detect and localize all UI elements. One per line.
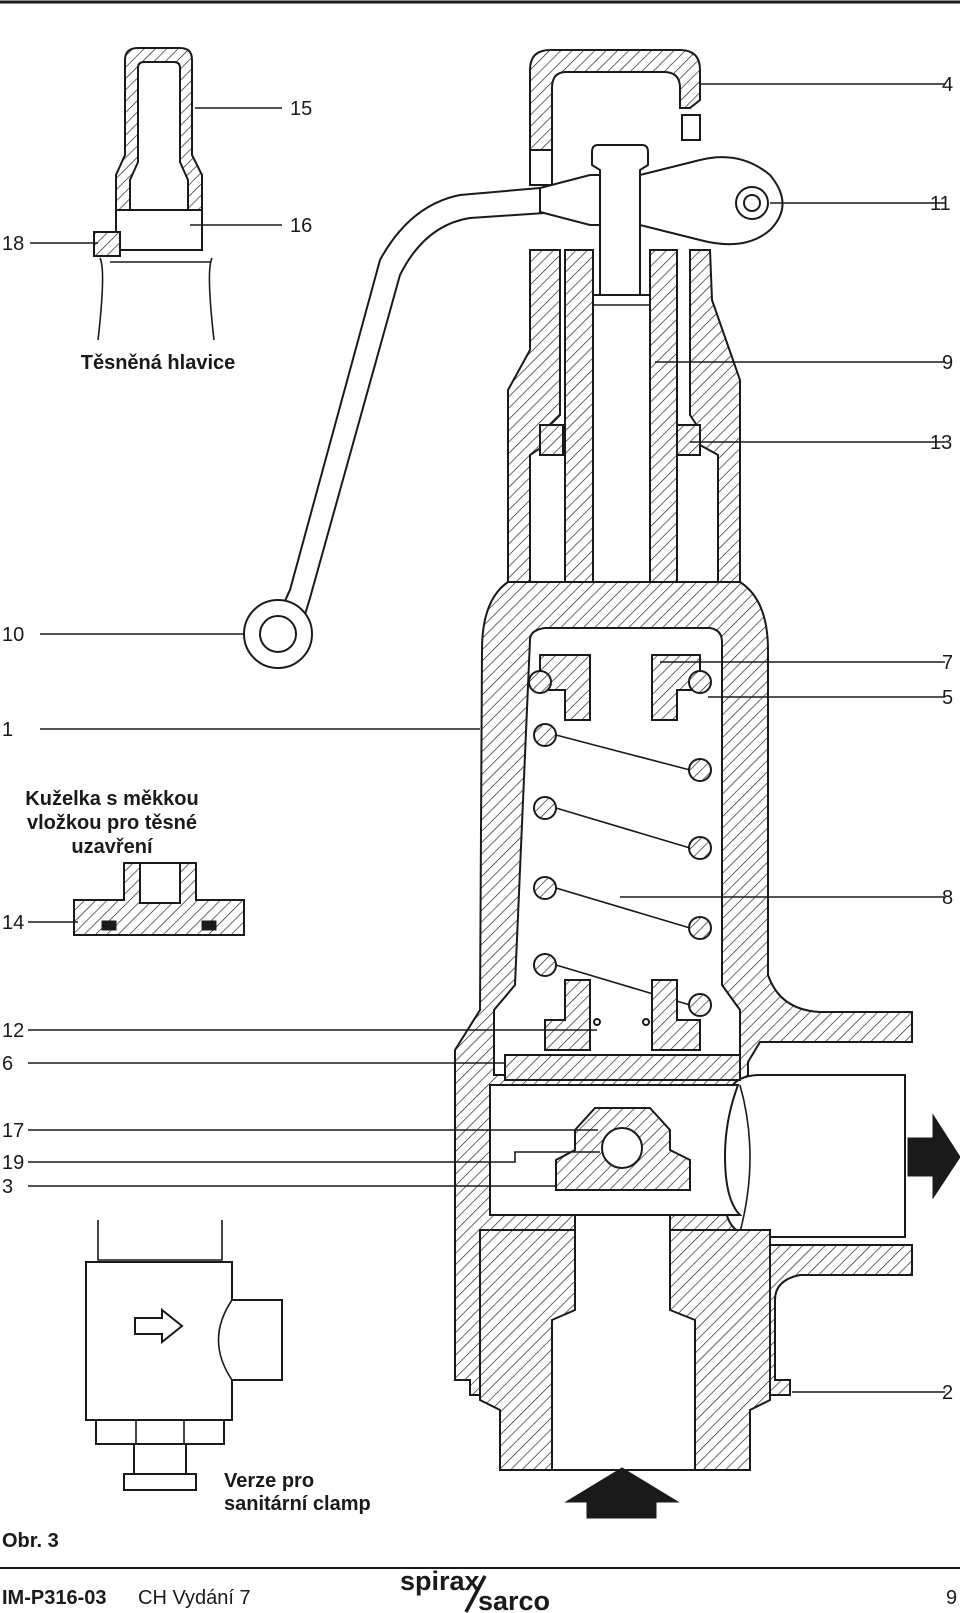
callout-10: 10 (2, 624, 24, 646)
soft-disc-inset (73, 862, 245, 936)
caption-sanitary-1: Verze pro (224, 1470, 314, 1492)
doc-code: IM-P316-03 (2, 1587, 107, 1609)
lower-spring-plate (544, 979, 591, 1051)
caption-sanitary-2: sanitární clamp (224, 1493, 371, 1515)
upper-spring-plate-r (651, 654, 701, 721)
caption-soft-disc-2: vložkou pro těsné (27, 812, 197, 834)
guide-ring (504, 1054, 741, 1081)
callout-14: 14 (2, 912, 24, 934)
callout-9: 9 (942, 352, 953, 374)
caption-sealed-cap: Těsněná hlavice (81, 352, 236, 374)
clamp-ferrule (133, 1443, 187, 1475)
callout-4: 4 (942, 74, 953, 96)
spindle-sleeve-right (649, 249, 678, 631)
hollow-flow-arrow-icon (134, 1307, 184, 1345)
figure-label: Obr. 3 (2, 1530, 59, 1552)
logo-sarco: sarco (478, 1586, 550, 1613)
sanitary-clamp-inset (85, 1220, 283, 1491)
bonnet-left (507, 249, 561, 583)
clamp-body (85, 1261, 283, 1421)
callout-2: 2 (942, 1382, 953, 1404)
spirax-sarco-logo: spirax sarco (400, 1566, 550, 1613)
edition: CH Vydání 7 (138, 1587, 251, 1609)
callout-8: 8 (942, 887, 953, 909)
outlet-bore (724, 1074, 906, 1238)
bonnet-right (689, 249, 741, 583)
callout-12: 12 (2, 1020, 24, 1042)
ball (601, 1127, 643, 1169)
callout-13: 13 (930, 432, 952, 454)
lower-spring-plate-r (651, 979, 701, 1051)
caption-soft-disc-1: Kuželka s měkkou (25, 788, 198, 810)
circlip (593, 1018, 601, 1026)
spindle-sleeve-left (564, 249, 594, 631)
cap-side (529, 149, 553, 186)
callout-16: 16 (290, 215, 312, 237)
caption-soft-disc-3: uzavření (71, 836, 154, 858)
logo-spirax: spirax (400, 1566, 480, 1596)
pin-11-inner (743, 194, 761, 212)
sealing-screw (93, 231, 121, 257)
callout-7: 7 (942, 652, 953, 674)
callout-15: 15 (290, 98, 312, 120)
page-number: 9 (946, 1587, 957, 1609)
callout-19: 19 (2, 1152, 24, 1174)
callout-18: 18 (2, 233, 24, 255)
callout-1: 1 (2, 719, 13, 741)
clamp-hex (95, 1419, 225, 1445)
adjuster-nut-left (539, 424, 564, 456)
callout-numbers: 4 11 9 13 7 5 8 2 15 16 18 10 1 14 12 6 … (2, 74, 953, 1404)
cap-right (681, 114, 701, 141)
callout-6: 6 (2, 1053, 13, 1075)
callout-17: 17 (2, 1120, 24, 1142)
logo-slash (464, 1575, 487, 1613)
lever-eye-hole (259, 615, 297, 653)
leader-lines (28, 83, 945, 1393)
soft-insert (101, 920, 117, 931)
adjuster-nut-right (676, 424, 701, 456)
callout-3: 3 (2, 1176, 13, 1198)
lever-cap (529, 49, 701, 151)
callout-11: 11 (930, 193, 951, 215)
callout-5: 5 (942, 687, 953, 709)
outlet-thread (739, 1084, 751, 1233)
spindle-top (591, 144, 649, 296)
outlet-arrow-icon (907, 1113, 960, 1200)
inlet-arrow-icon (564, 1467, 680, 1519)
main-valve-section (243, 49, 960, 1519)
sealed-cap-inset (93, 47, 215, 341)
nozzle-bore (551, 1214, 696, 1471)
sealed-cap (115, 47, 203, 251)
